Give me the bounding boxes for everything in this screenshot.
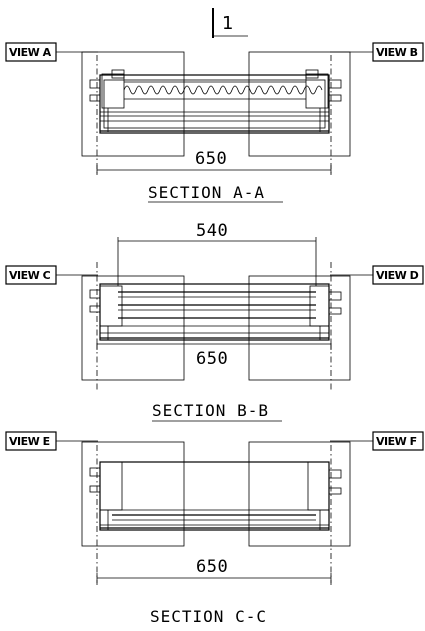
section-marker: 1 xyxy=(212,8,248,38)
dimension-label: 650 xyxy=(195,149,227,169)
view-c-frame xyxy=(81,275,185,381)
dimension-650-c: 650 xyxy=(96,557,332,583)
view-a-tag[interactable]: VIEW A xyxy=(5,42,57,62)
view-c-label: VIEW C xyxy=(9,269,51,282)
view-b-tag[interactable]: VIEW B xyxy=(372,42,424,62)
section-title-c: SECTION C-C xyxy=(150,607,267,626)
marker-label: 1 xyxy=(222,13,233,34)
dimension-label: 540 xyxy=(196,221,228,241)
view-c-tag[interactable]: VIEW C xyxy=(5,265,57,285)
frame-profile-c xyxy=(89,461,342,531)
frame-profile-a xyxy=(89,69,342,134)
section-b: 540 VIEW C VIEW D xyxy=(5,221,424,422)
view-d-frame xyxy=(248,275,351,381)
section-title-b: SECTION B-B xyxy=(152,401,269,420)
view-a-label: VIEW A xyxy=(9,46,52,59)
dimension-label: 650 xyxy=(196,557,228,577)
section-title-a: SECTION A-A xyxy=(148,183,265,202)
view-e-label: VIEW E xyxy=(9,435,50,448)
view-f-label: VIEW F xyxy=(376,435,417,448)
view-d-label: VIEW D xyxy=(376,269,419,282)
frame-profile-b xyxy=(89,283,342,341)
dimension-650-a: 650 xyxy=(96,149,332,175)
view-e-tag[interactable]: VIEW E xyxy=(5,431,57,451)
view-e-frame xyxy=(81,441,185,547)
screen-coil xyxy=(123,85,323,95)
view-a-frame xyxy=(81,51,185,157)
view-b-frame xyxy=(248,51,351,157)
view-f-tag[interactable]: VIEW F xyxy=(372,431,424,451)
dimension-540-b: 540 xyxy=(117,221,317,286)
section-c: VIEW E VIEW F xyxy=(5,431,424,626)
view-f-frame xyxy=(248,441,351,547)
view-b-label: VIEW B xyxy=(376,46,418,59)
dimension-650-b: 650 xyxy=(96,340,332,369)
section-a: VIEW A VIEW B xyxy=(5,42,424,203)
dimension-label: 650 xyxy=(196,349,228,369)
view-d-tag[interactable]: VIEW D xyxy=(372,265,424,285)
